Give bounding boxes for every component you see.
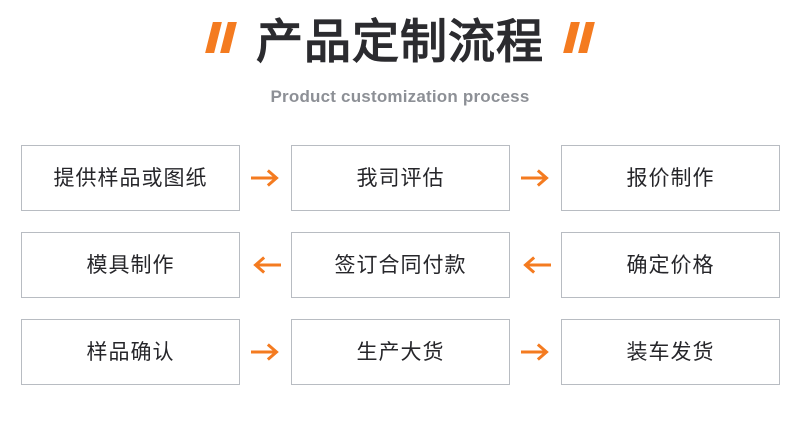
flow-step-box[interactable]: 装车发货	[561, 319, 780, 385]
arrow-right-icon	[240, 145, 291, 211]
process-flow-diagram: 提供样品或图纸 我司评估 报价制作 模具制作	[21, 145, 780, 385]
page-title: 产品定制流程	[256, 15, 544, 70]
quote-close-icon	[560, 22, 598, 56]
arrow-right-icon	[510, 145, 561, 211]
flow-row: 模具制作 签订合同付款 确定价格	[21, 232, 780, 298]
flow-step-label: 模具制作	[86, 253, 175, 277]
flow-step-box[interactable]: 模具制作	[21, 232, 240, 298]
flow-row: 提供样品或图纸 我司评估 报价制作	[21, 145, 780, 211]
flow-step-box[interactable]: 样品确认	[21, 319, 240, 385]
flow-step-label: 确定价格	[626, 253, 715, 277]
page-header: 产品定制流程 Product customization process	[0, 0, 800, 128]
flow-row: 样品确认 生产大货 装车发货	[21, 319, 780, 385]
flow-step-box[interactable]: 确定价格	[561, 232, 780, 298]
flow-step-box[interactable]: 签订合同付款	[291, 232, 510, 298]
title-row: 产品定制流程	[0, 14, 800, 72]
flow-step-label: 样品确认	[86, 340, 175, 364]
arrow-left-icon	[510, 232, 561, 298]
flow-step-label: 提供样品或图纸	[53, 166, 208, 190]
page-subtitle: Product customization process	[270, 87, 530, 106]
flow-step-label: 我司评估	[356, 166, 445, 190]
flow-step-box[interactable]: 生产大货	[291, 319, 510, 385]
flow-step-box[interactable]: 报价制作	[561, 145, 780, 211]
arrow-right-icon	[240, 319, 291, 385]
flow-step-label: 生产大货	[356, 340, 445, 364]
flow-step-box[interactable]: 我司评估	[291, 145, 510, 211]
flow-step-label: 签订合同付款	[334, 253, 467, 277]
flow-step-label: 装车发货	[626, 340, 715, 364]
flow-step-box[interactable]: 提供样品或图纸	[21, 145, 240, 211]
quote-open-icon	[202, 22, 240, 56]
arrow-right-icon	[510, 319, 561, 385]
arrow-left-icon	[240, 232, 291, 298]
flow-step-label: 报价制作	[626, 166, 715, 190]
